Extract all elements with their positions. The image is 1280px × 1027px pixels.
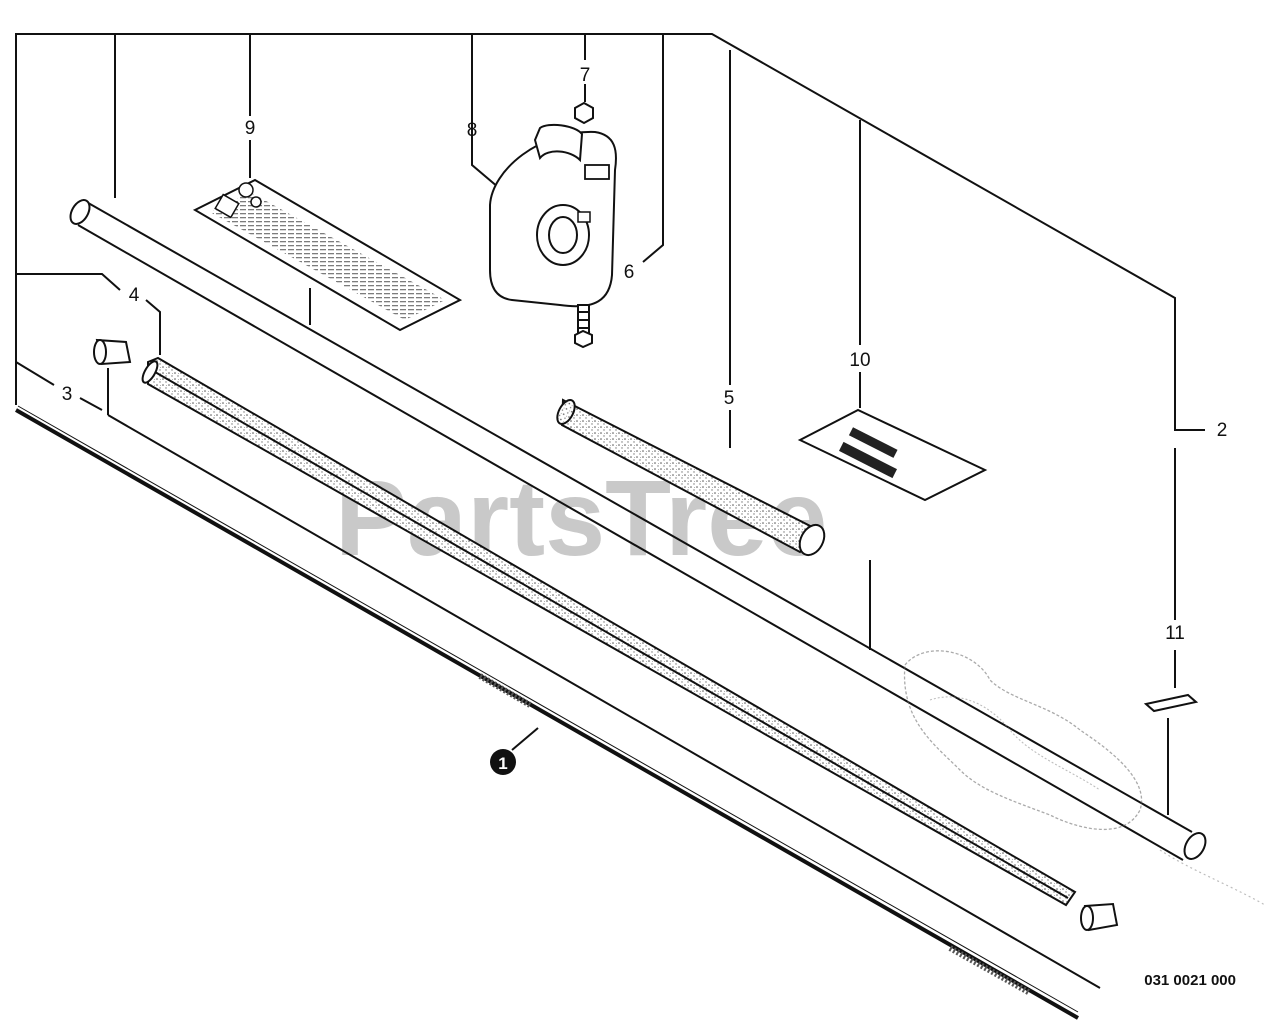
callout-1: 1 (498, 754, 507, 773)
bolt (574, 304, 593, 349)
echo-label (797, 408, 988, 502)
callout-8: 8 (467, 120, 478, 141)
callout-2: 2 (1217, 420, 1228, 441)
gear-case-ghost (903, 650, 1266, 906)
nut (574, 101, 594, 125)
callout-10: 10 (849, 350, 870, 371)
drive-cable (15, 405, 1079, 1020)
foam-grip (556, 398, 826, 557)
rubber-liner (141, 356, 1077, 907)
bushing-bottom (1080, 902, 1119, 932)
callout-4: 4 (129, 285, 140, 306)
callout-3: 3 (62, 384, 73, 405)
plate (1143, 693, 1199, 713)
warning-decal (192, 178, 463, 332)
callout-11: 11 (1165, 623, 1185, 644)
callout-6: 6 (624, 262, 635, 283)
callout-7: 7 (580, 65, 591, 86)
callouts: 1 2 3 4 5 6 7 8 9 10 11 (62, 65, 1228, 775)
handle-bracket-housing (489, 123, 617, 308)
callout-9: 9 (245, 118, 256, 139)
drawing-code: 031 0021 000 (1144, 972, 1236, 989)
bushing-top (93, 338, 132, 366)
drive-shaft-tube (69, 199, 1207, 861)
callout-1-badge (490, 749, 516, 775)
callout-5: 5 (724, 388, 735, 409)
